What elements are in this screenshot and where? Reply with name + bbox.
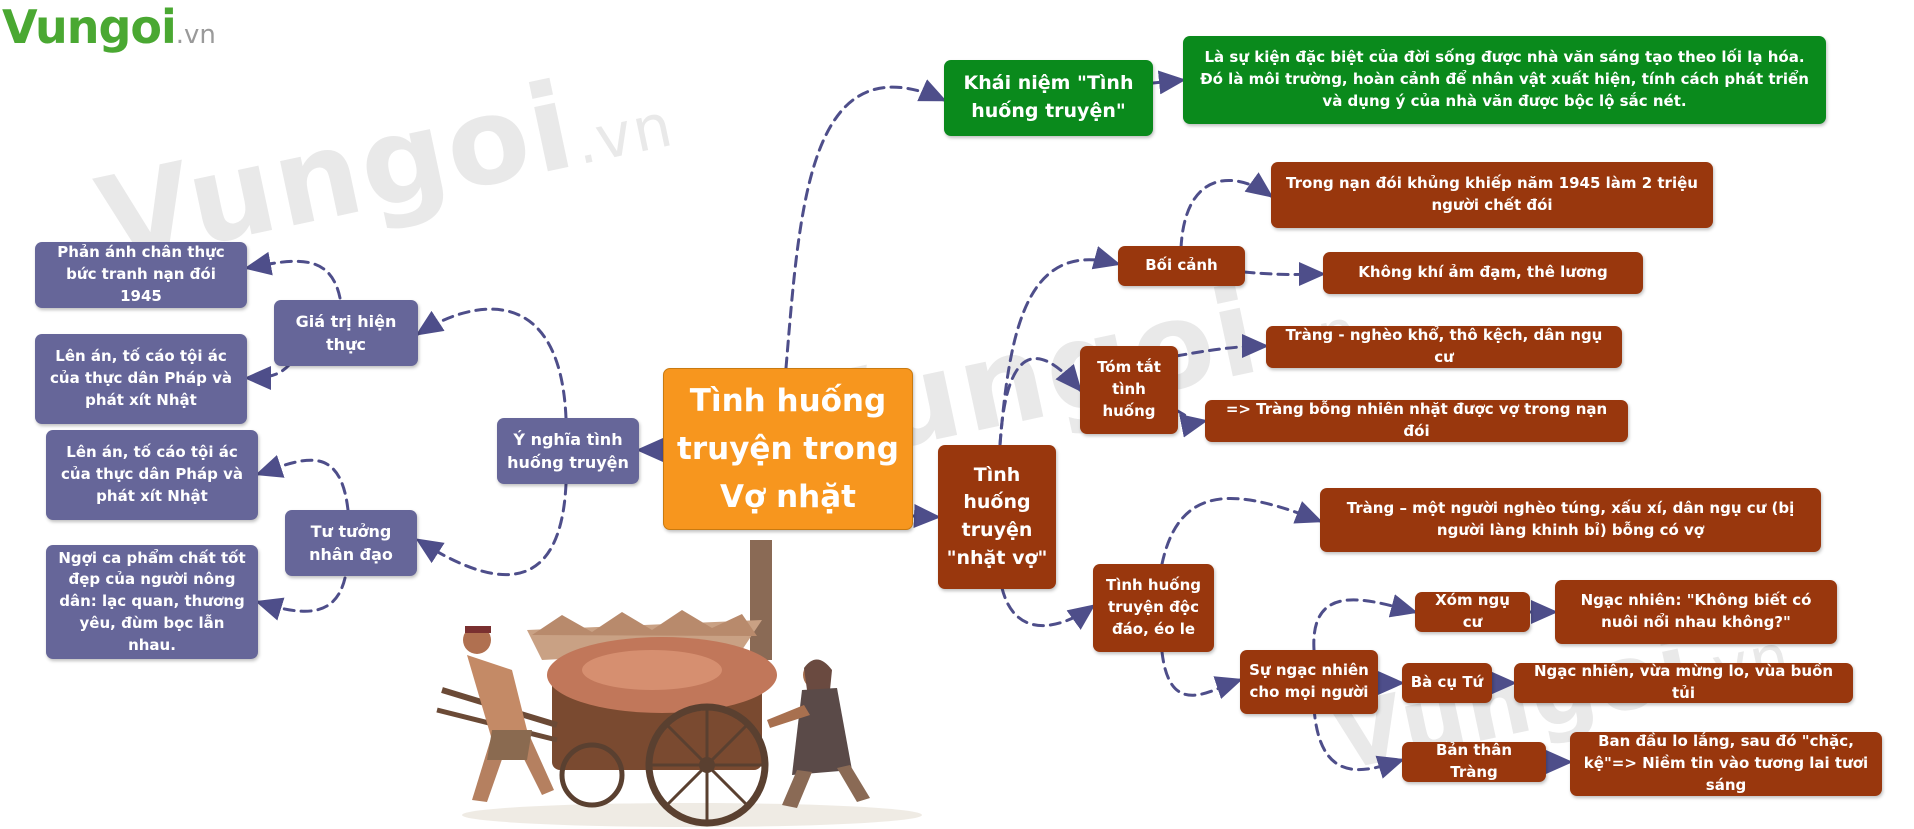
link-meaning-humanism — [415, 482, 568, 577]
context-item-text: Trong nạn đói khủng khiếp năm 1945 làm 2… — [1286, 174, 1698, 214]
link-situation-unique — [1000, 586, 1096, 630]
humanism-item-text: Lên án, tố cáo tội ác của thực dân Pháp … — [61, 443, 243, 505]
link-context-item2 — [1242, 262, 1326, 287]
unique-item: Tràng – một người nghèo túng, xấu xí, dâ… — [1320, 488, 1821, 552]
summary-node: Tóm tắt tình huống — [1080, 346, 1178, 434]
surprise-label: Sự ngạc nhiên cho mọi người — [1249, 661, 1369, 701]
context-item: Trong nạn đói khủng khiếp năm 1945 làm 2… — [1271, 162, 1713, 228]
concept-definition: Là sự kiện đặc biệt của đời sống được nh… — [1183, 36, 1826, 124]
surprise-who-text: Bà cụ Tứ — [1410, 673, 1484, 692]
link-realism-item1 — [244, 251, 342, 300]
realism-item-text: Lên án, tố cáo tội ác của thực dân Pháp … — [50, 347, 232, 409]
surprise-who: Xóm ngụ cư — [1415, 591, 1530, 632]
meaning-label: Ý nghĩa tình huống truyện — [507, 429, 629, 472]
humanism-node: Tư tưởng nhân đạo — [285, 510, 417, 576]
link-humanism-item1 — [255, 455, 350, 512]
link-realism-item2 — [244, 362, 292, 390]
surprise-reaction-text: Ngạc nhiên, vừa mừng lo, vùa buồn tủi — [1533, 662, 1834, 702]
realism-item-text: Phản ánh chân thực bức tranh nạn đói 194… — [57, 243, 225, 305]
summary-label: Tóm tắt tình huống — [1097, 358, 1161, 420]
link-summary-item2 — [1174, 408, 1208, 438]
summary-item: => Tràng bỗng nhiên nhặt được vợ trong n… — [1205, 400, 1628, 442]
link-surprise-who3 — [1312, 706, 1405, 779]
surprise-reaction-text: Ngạc nhiên: "Không biết có nuôi nổi nhau… — [1580, 591, 1812, 631]
situation-node: Tình huống truyện "nhặt vợ" — [938, 445, 1056, 589]
link-concept-definition — [1151, 70, 1186, 95]
context-item: Không khí ảm đạm, thê lương — [1323, 252, 1643, 294]
link-meaning-realism — [415, 307, 568, 420]
unique-label: Tình huống truyện độc đáo, éo le — [1105, 576, 1202, 638]
link-situation-context — [998, 246, 1121, 447]
surprise-reaction: Ban đầu lo lắng, sau đó "chặc, kệ"=> Niề… — [1570, 732, 1882, 796]
surprise-reaction-text: Ban đầu lo lắng, sau đó "chặc, kệ"=> Niề… — [1583, 732, 1869, 794]
center-topic-label: Tình huống truyện trong Vợ nhặt — [677, 382, 899, 516]
link-context-item1 — [1179, 172, 1274, 250]
vungoi-logo: Vungoi.vn — [2, 0, 216, 54]
unique-node: Tình huống truyện độc đáo, éo le — [1093, 564, 1214, 652]
situation-label: Tình huống truyện "nhặt vợ" — [946, 463, 1048, 569]
realism-item: Lên án, tố cáo tội ác của thực dân Pháp … — [35, 334, 247, 424]
context-node: Bối cảnh — [1118, 246, 1245, 286]
link-unique-item — [1160, 496, 1323, 566]
context-item-text: Không khí ảm đạm, thê lương — [1358, 263, 1608, 282]
link-surprise-who1 — [1312, 594, 1418, 652]
realism-item: Phản ánh chân thực bức tranh nạn đói 194… — [35, 242, 247, 308]
concept-node: Khái niệm "Tình huống truyện" — [944, 60, 1153, 136]
link-summary-item1 — [1174, 334, 1269, 359]
meaning-node: Ý nghĩa tình huống truyện — [497, 418, 639, 484]
humanism-item: Ngợi ca phẩm chất tốt đẹp của người nông… — [46, 545, 258, 659]
link-center-concept — [784, 79, 947, 370]
humanism-item-text: Ngợi ca phẩm chất tốt đẹp của người nông… — [58, 548, 246, 654]
realism-node: Giá trị hiện thực — [274, 300, 418, 366]
surprise-who-text: Bản thân Tràng — [1435, 741, 1513, 781]
surprise-who: Bà cụ Tứ — [1402, 663, 1492, 703]
logo-text: Vungoi — [2, 0, 177, 54]
surprise-who: Bản thân Tràng — [1402, 741, 1546, 782]
surprise-node: Sự ngạc nhiên cho mọi người — [1240, 650, 1378, 714]
humanism-label: Tư tưởng nhân đạo — [309, 521, 393, 564]
unique-item-text: Tràng – một người nghèo túng, xấu xí, dâ… — [1346, 499, 1795, 539]
surprise-reaction: Ngạc nhiên, vừa mừng lo, vùa buồn tủi — [1514, 662, 1853, 703]
link-situation-summary — [998, 357, 1082, 447]
surprise-who-text: Xóm ngụ cư — [1435, 591, 1510, 631]
center-topic: Tình huống truyện trong Vợ nhặt — [663, 368, 913, 530]
summary-item-text: => Tràng bỗng nhiên nhặt được vợ trong n… — [1225, 400, 1608, 440]
logo-suffix: .vn — [175, 20, 216, 50]
link-center-situation — [911, 504, 941, 529]
summary-item: Tràng - nghèo khổ, thô kệch, dân ngụ cư — [1266, 326, 1622, 368]
surprise-reaction: Ngạc nhiên: "Không biết có nuôi nổi nhau… — [1555, 580, 1837, 644]
link-humanism-item2 — [255, 576, 347, 621]
realism-label: Giá trị hiện thực — [295, 311, 397, 354]
context-label: Bối cảnh — [1145, 256, 1218, 275]
summary-item-text: Tràng - nghèo khổ, thô kệch, dân ngụ cư — [1285, 326, 1603, 366]
humanism-item: Lên án, tố cáo tội ác của thực dân Pháp … — [46, 430, 258, 520]
cart-illustration — [436, 540, 922, 827]
link-unique-surprise — [1160, 650, 1243, 699]
concept-label: Khái niệm "Tình huống truyện" — [963, 72, 1134, 122]
concept-definition-text: Là sự kiện đặc biệt của đời sống được nh… — [1200, 48, 1809, 110]
